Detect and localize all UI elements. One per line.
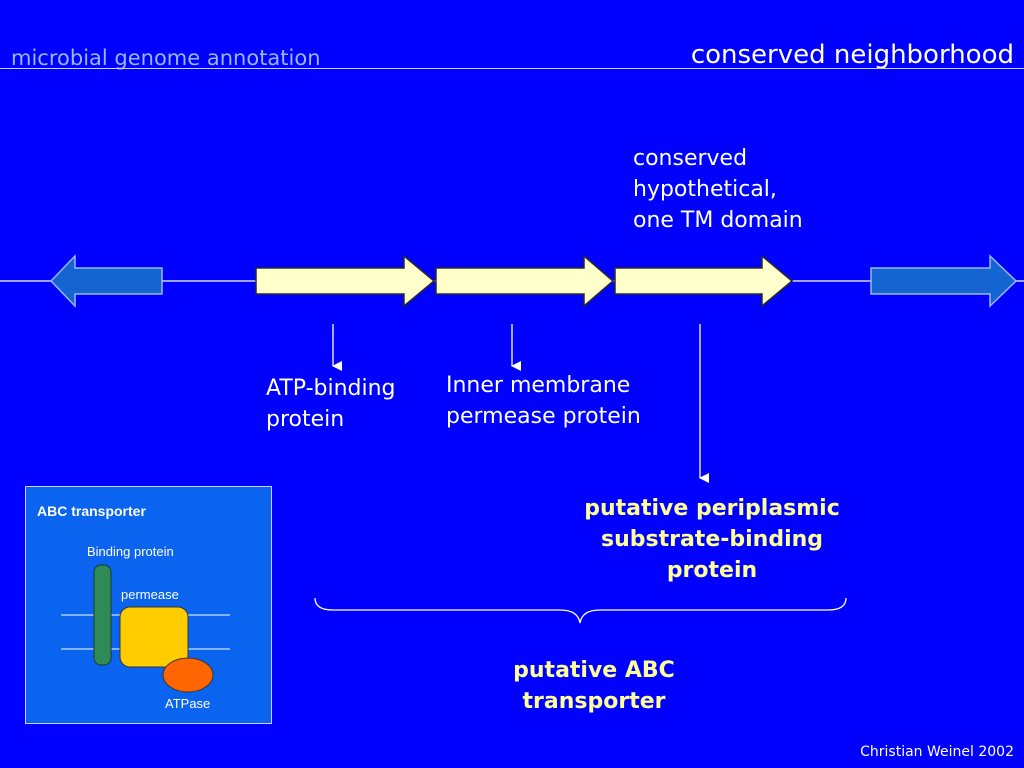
label-line: protein	[266, 407, 345, 432]
slide-title: conserved neighborhood	[690, 40, 1014, 70]
gene-periplasmic	[614, 254, 794, 308]
label-abc-transporter: putative ABC transporter	[480, 655, 708, 717]
label-line: putative ABC	[513, 658, 675, 683]
abc-transporter-inset: ABC transporter Binding protein permease…	[25, 486, 272, 724]
label-permease: Inner membrane permease protein	[446, 370, 641, 432]
gene-permease	[435, 254, 615, 308]
label-line: Inner membrane	[446, 373, 631, 398]
inset-label-atpase: ATPase	[165, 696, 211, 711]
label-line: hypothetical,	[633, 177, 777, 202]
footer-credit: Christian Weinel 2002	[860, 744, 1014, 760]
binding-protein-shape	[93, 564, 112, 666]
inset-label-binding-protein: Binding protein	[87, 544, 174, 559]
inset-label-permease: permease	[121, 587, 179, 602]
label-line: substrate-binding	[600, 527, 824, 552]
gene-atp-binding	[255, 254, 436, 308]
label-line: one TM domain	[633, 208, 803, 233]
label-line: protein	[666, 558, 758, 583]
label-line: transporter	[522, 689, 666, 714]
label-line: conserved	[633, 146, 748, 171]
label-line: permease protein	[446, 404, 641, 429]
label-conserved-hypothetical: conserved hypothetical, one TM domain	[633, 143, 803, 236]
label-periplasmic: putative periplasmic substrate-binding p…	[556, 493, 868, 586]
header-divider	[0, 68, 1024, 69]
permease-shape	[119, 606, 189, 668]
label-atp-binding: ATP-binding protein	[266, 373, 396, 435]
inset-title: ABC transporter	[37, 503, 146, 519]
label-line: ATP-binding	[266, 376, 396, 401]
neighbor-gene-right	[870, 254, 1018, 308]
atpase-shape	[162, 657, 214, 693]
curly-brace	[314, 597, 847, 624]
header-subtitle: microbial genome annotation	[11, 46, 321, 70]
inset-diagram	[61, 564, 230, 693]
neighbor-gene-left	[49, 254, 163, 308]
label-line: putative periplasmic	[584, 496, 840, 521]
